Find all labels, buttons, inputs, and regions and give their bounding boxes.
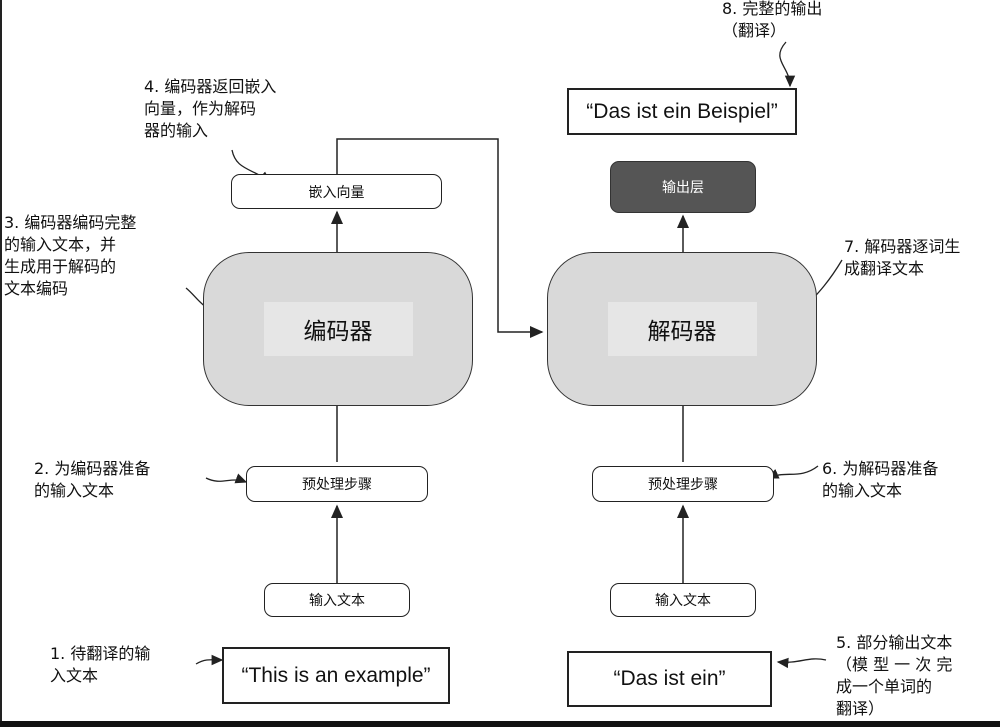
encoder-preprocess-box: 预处理步骤 — [246, 466, 428, 502]
note-7: 7. 解码器逐词生 成翻译文本 — [844, 237, 961, 278]
note-6: 6. 为解码器准备 的输入文本 — [822, 459, 939, 500]
pointer-note-6 — [766, 465, 819, 479]
note-4: 4. 编码器返回嵌入 向量，作为解码 器的输入 — [144, 77, 277, 140]
embedding-box: 嵌入向量 — [231, 174, 442, 209]
decoder-label: 解码器 — [607, 302, 757, 356]
encoder-label: 编码器 — [263, 302, 413, 356]
arrow-embedding-to-decoder — [336, 138, 544, 338]
pointer-note-2 — [205, 473, 248, 484]
pointer-note-8 — [779, 41, 796, 88]
note-2: 2. 为编码器准备 的输入文本 — [34, 459, 151, 500]
decoder-block: 解码器 — [547, 252, 817, 406]
note-3: 3. 编码器编码完整 的输入文本，并 生成用于解码的 文本编码 — [4, 213, 137, 298]
encoder-input-text-box: 输入文本 — [264, 583, 410, 617]
decoder-input-text-box: 输入文本 — [610, 583, 756, 617]
decoder-partial-text: “Das ist ein” — [567, 651, 772, 707]
output-layer-box: 输出层 — [610, 161, 756, 213]
bottom-edge — [0, 721, 1000, 727]
note-8: 8. 完整的输出 （翻译） — [722, 0, 823, 40]
encoder-source-text: “This is an example” — [222, 647, 450, 704]
note-5: 5. 部分输出文本 （模 型 一 次 完 成一个单词的 翻译） — [836, 633, 953, 718]
note-1: 1. 待翻译的输 入文本 — [50, 644, 151, 685]
encoder-block: 编码器 — [203, 252, 473, 406]
decoder-preprocess-box: 预处理步骤 — [592, 466, 774, 502]
pointer-note-5 — [776, 657, 827, 669]
output-translation-text: “Das ist ein Beispiel” — [567, 88, 797, 135]
pointer-note-1 — [195, 654, 224, 666]
left-border — [0, 0, 2, 727]
